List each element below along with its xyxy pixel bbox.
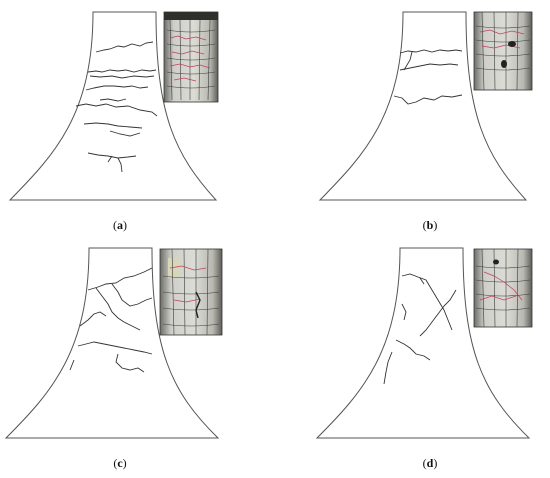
panel-label-a: (a) (113, 218, 127, 232)
specimen-outline-a (8, 11, 218, 201)
crack-lines-d (383, 273, 457, 385)
panel-label-b: (b) (422, 218, 438, 232)
crack-lines-b (393, 49, 463, 105)
crack-lines-a (75, 41, 158, 173)
panel-label-d: (d) (422, 456, 438, 470)
specimen-outline-c (4, 247, 220, 439)
specimen-photo-b (473, 11, 533, 91)
specimen-photo-c (159, 248, 223, 336)
specimen-outline-d (315, 247, 531, 439)
specimen-photo-a (163, 11, 219, 103)
panel-b (318, 11, 533, 201)
panel-c (4, 247, 223, 439)
crack-lines-c (69, 267, 153, 373)
panel-a (8, 11, 219, 201)
panel-d (315, 247, 533, 439)
specimen-outline-b (318, 11, 528, 201)
specimen-photo-d (473, 248, 533, 328)
panel-label-c: (c) (113, 456, 127, 470)
